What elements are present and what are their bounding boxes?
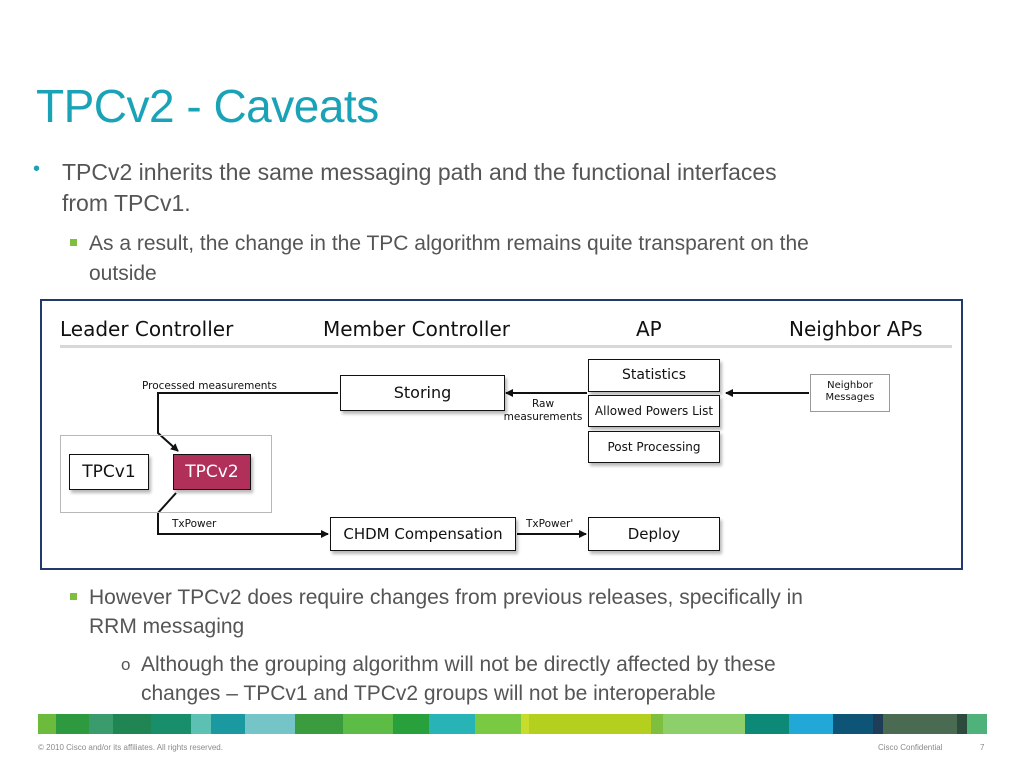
bullet-dot: •	[33, 158, 41, 180]
header-neighbor-aps: Neighbor APs	[789, 317, 923, 341]
slide-title: TPCv2 - Caveats	[36, 80, 379, 132]
neighbor-messages-box: Neighbor Messages	[810, 374, 890, 412]
deploy-box: Deploy	[588, 517, 720, 551]
label-txpower-prime: TxPower'	[526, 518, 574, 530]
header-leader-controller: Leader Controller	[60, 317, 234, 341]
page-number: 7	[980, 743, 985, 752]
bullet-square-icon	[70, 239, 77, 246]
arrow-processed-to-tpc	[157, 392, 338, 452]
label-txpower: TxPower	[172, 518, 217, 530]
allowed-powers-box: Allowed Powers List	[588, 395, 720, 427]
tpcv2-box: TPCv2	[173, 454, 251, 490]
flow-arrows	[157, 389, 809, 538]
confidential-label: Cisco Confidential	[878, 743, 943, 752]
bullet-4-line-2: changes – TPCv1 and TPCv2 groups will no…	[141, 682, 716, 705]
footer-color-bar	[38, 714, 987, 734]
bullet-3-line-1: However TPCv2 does require changes from …	[89, 586, 803, 609]
bullet-2-line-1: As a result, the change in the TPC algor…	[89, 232, 809, 255]
label-processed-measurements: Processed measurements	[142, 380, 278, 392]
chdm-compensation-box: CHDM Compensation	[330, 517, 516, 551]
copyright-text: © 2010 Cisco and/or its affiliates. All …	[38, 743, 223, 752]
bullet-4-line-1: Although the grouping algorithm will not…	[141, 653, 776, 676]
arrow-txpower-to-chdm	[157, 492, 329, 538]
storing-box: Storing	[340, 375, 505, 411]
post-processing-box: Post Processing	[588, 431, 720, 463]
bullet-2-line-2: outside	[89, 262, 157, 285]
tpc-algorithm-group	[60, 435, 272, 513]
label-raw-measurements: Raw measurements	[503, 398, 583, 423]
tpcv1-box: TPCv1	[69, 454, 149, 490]
header-ap: AP	[636, 317, 662, 341]
statistics-box: Statistics	[588, 359, 720, 392]
bullet-circle-icon: o	[121, 655, 131, 674]
bullet-1-line-2: from TPCv1.	[62, 190, 191, 216]
bullet-square-icon	[70, 593, 77, 600]
header-member-controller: Member Controller	[323, 317, 511, 341]
header-divider	[60, 345, 952, 348]
bullet-1-line-1: TPCv2 inherits the same messaging path a…	[62, 159, 777, 185]
tpc-flow-diagram: Leader Controller Member Controller AP N…	[40, 299, 963, 570]
bullet-3-line-2: RRM messaging	[89, 615, 245, 638]
